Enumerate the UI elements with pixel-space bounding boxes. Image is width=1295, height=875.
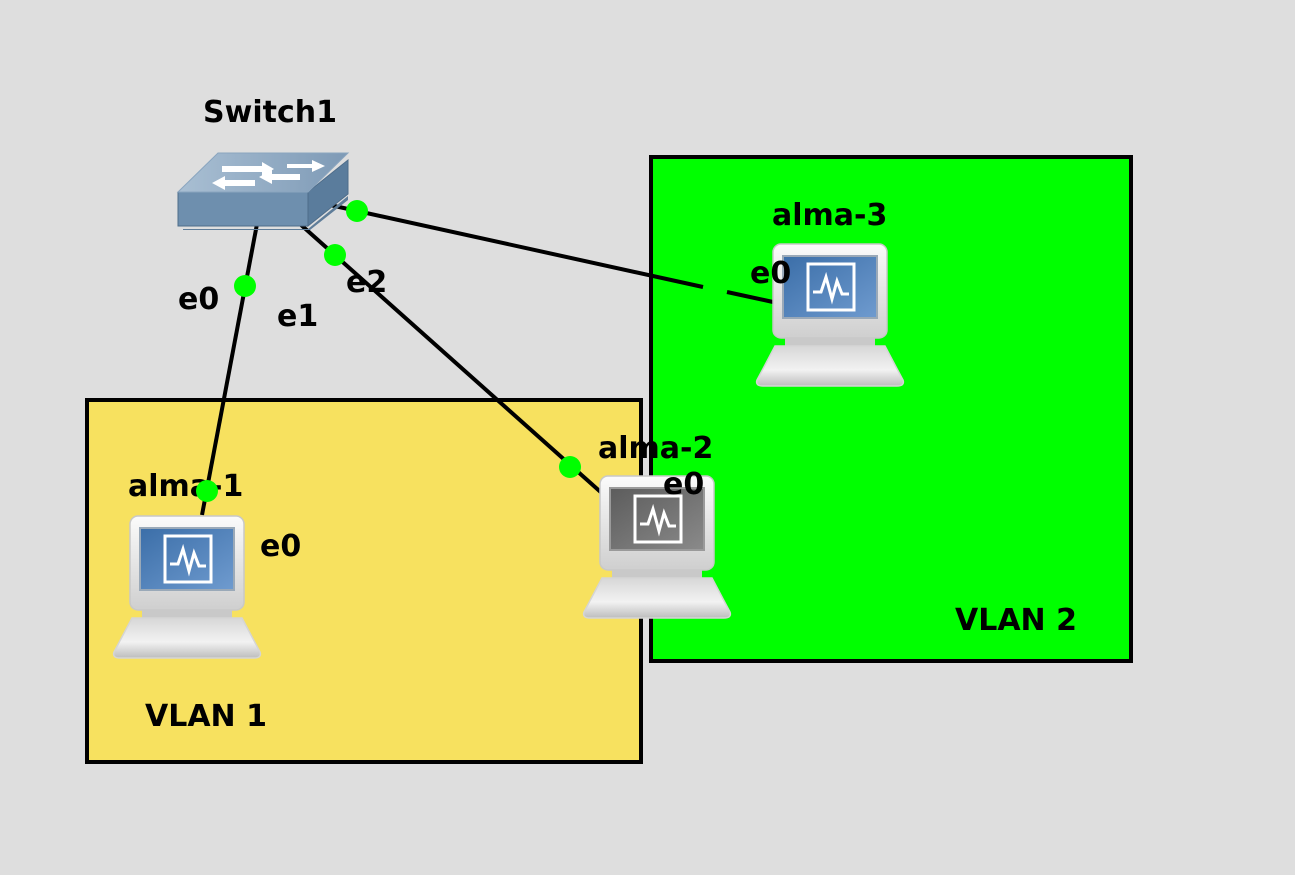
alma2-label: alma-2 (598, 431, 713, 466)
alma2-node[interactable]: alma-2 (582, 431, 732, 620)
ethernet-switch-icon (176, 152, 350, 230)
links (200, 203, 774, 516)
port-label-switch-e2: e2 (346, 265, 387, 300)
alma3-node[interactable]: alma-3 (755, 198, 905, 388)
alma3-label: alma-3 (772, 198, 887, 233)
port-label-alma2-e0: e0 (663, 467, 704, 502)
switch1-label: Switch1 (203, 95, 337, 130)
status-dot-alma1-e0 (196, 480, 218, 502)
link-switch-e0-alma1[interactable] (200, 223, 259, 516)
port-labels: e0 e1 e2 e0 e0 e0 (178, 256, 791, 564)
vpcs-computer-icon (582, 474, 732, 620)
status-dot-alma2-e0 (559, 456, 581, 478)
port-label-alma1-e0: e0 (260, 529, 301, 564)
status-dot-switch-e0 (234, 275, 256, 297)
port-label-alma3-e0: e0 (750, 256, 791, 291)
link-switch-e2-alma3-b[interactable] (726, 290, 774, 304)
vlan2-label: VLAN 2 (955, 603, 1077, 638)
alma1-node[interactable]: alma-1 (112, 469, 262, 660)
link-switch-e2-alma3-a[interactable] (329, 203, 704, 289)
link-status-dots (196, 200, 581, 502)
vlan2-area[interactable]: VLAN 2 (649, 155, 1133, 663)
port-label-switch-e1: e1 (277, 299, 318, 334)
status-dot-switch-e1 (324, 244, 346, 266)
status-dot-switch-e2 (346, 200, 368, 222)
vlan1-label: VLAN 1 (145, 699, 267, 734)
switch1-node[interactable]: Switch1 (176, 95, 350, 230)
vpcs-computer-icon (112, 514, 262, 660)
link-switch-e1-alma2[interactable] (298, 222, 606, 497)
port-label-switch-e0: e0 (178, 282, 219, 317)
alma1-label: alma-1 (128, 469, 243, 504)
